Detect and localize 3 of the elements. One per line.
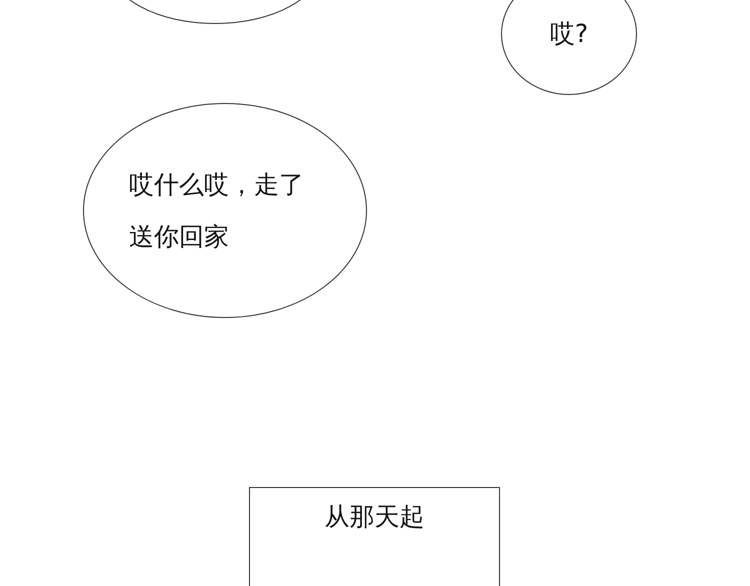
dialogue-text: 哎? bbox=[548, 18, 590, 50]
dialogue-text: 从那天起 bbox=[324, 501, 426, 533]
dialogue-text: 哎什么哎，走了送你回家 bbox=[128, 168, 305, 252]
